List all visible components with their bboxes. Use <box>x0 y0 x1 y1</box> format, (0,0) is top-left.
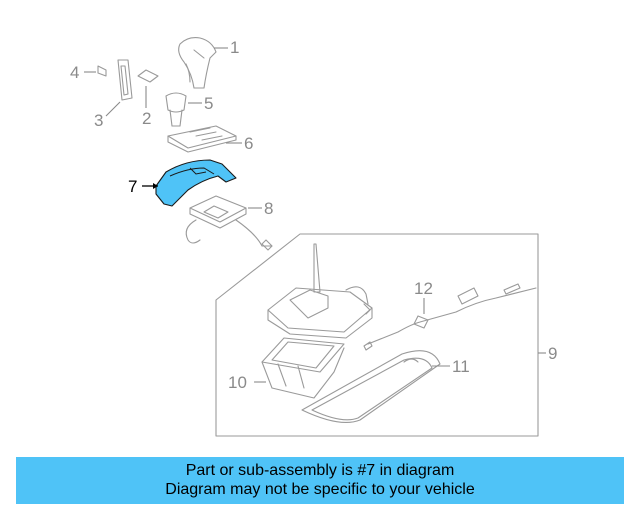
parts-diagram: 1 4 3 2 5 6 7 <box>70 37 557 437</box>
part-2-spring-clip <box>137 69 159 83</box>
banner-line-1: Part or sub-assembly is #7 in diagram <box>185 462 455 479</box>
part-1-shift-knob <box>178 37 217 89</box>
banner-line-2: Diagram may not be specific to your vehi… <box>165 481 475 498</box>
part-11-mat <box>301 350 441 423</box>
callout-3: 3 <box>94 111 103 130</box>
callout-6: 6 <box>244 134 253 153</box>
callout-4: 4 <box>70 63 79 82</box>
part-6-indicator-plate <box>167 125 237 153</box>
callout-10: 10 <box>228 373 247 392</box>
part-9-frame <box>215 233 539 437</box>
part-3-indicator-strip <box>117 59 133 101</box>
info-banner: Part or sub-assembly is #7 in diagram Di… <box>16 457 624 504</box>
callout-9: 9 <box>548 344 557 363</box>
part-10-tray <box>261 337 345 399</box>
callout-7: 7 <box>128 177 137 196</box>
part-8-housing <box>185 195 273 251</box>
part-4-clip <box>97 65 107 77</box>
callout-5: 5 <box>204 94 213 113</box>
part-5-button <box>165 92 187 127</box>
shifter-assembly <box>267 243 373 339</box>
callout-8: 8 <box>264 199 273 218</box>
part-12-cable <box>363 283 537 351</box>
callout-1: 1 <box>230 38 239 57</box>
callout-11: 11 <box>452 357 470 376</box>
leader-7-arrow <box>153 183 158 189</box>
callout-2: 2 <box>142 109 151 128</box>
callout-12: 12 <box>414 279 433 298</box>
part-7-console-trim <box>155 159 237 207</box>
leader-3 <box>105 101 121 117</box>
